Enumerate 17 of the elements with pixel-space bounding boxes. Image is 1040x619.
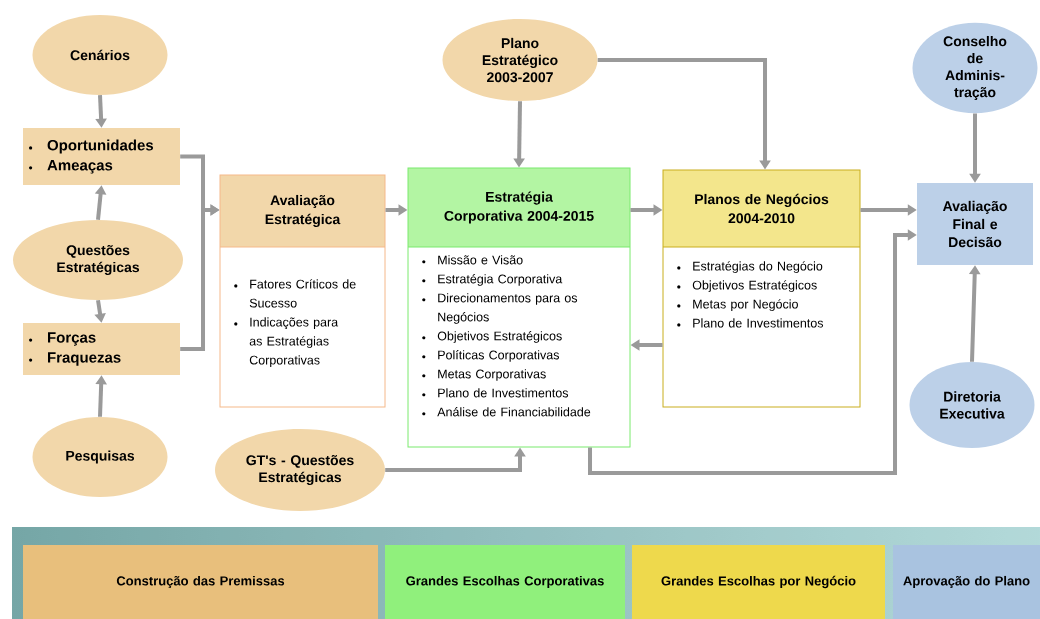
ellipse-node: Conselho de Adminis- tração xyxy=(912,22,1038,114)
process-panel: Planos de Negócios 2004-2010 Estratégias do Negócio Objetivos Estratégicos Metas por Negócio Plano de Investimentos xyxy=(662,169,861,408)
ellipse-node: Plano Estratégico 2003-2007 xyxy=(442,19,598,101)
ellipse-node: Diretoria Executiva xyxy=(909,362,1035,448)
phase-band: Grandes Escolhas Corporativas xyxy=(385,545,625,619)
bullet-box: Oportunidades Ameaças xyxy=(23,128,180,185)
process-panel: Avaliação Estratégica Fatores Críticos de Sucesso Indicações para as Estratégias Corporativas xyxy=(219,174,386,408)
ellipse-node: Questões Estratégicas xyxy=(13,220,183,300)
ellipse-node: Pesquisas xyxy=(32,417,168,497)
phase-band: Aprovação do Plano xyxy=(893,545,1040,619)
phase-band: Grandes Escolhas por Negócio xyxy=(632,545,885,619)
process-box: Avaliação Final e Decisão xyxy=(917,183,1033,265)
ellipse-node: GT's - Questões Estratégicas xyxy=(215,429,385,511)
process-panel: Estratégia Corporativa 2004-2015 Missão e Visão Estratégia Corporativa Direcionamentos para os Negócios Objetivos Estratégicos Políticas Corporativas Metas Corporativas Plano de Investimentos Análise de Financiabilidade xyxy=(407,167,631,448)
phase-band: Construção das Premissas xyxy=(23,545,378,619)
ellipse-node: Cenários xyxy=(32,15,168,95)
bullet-box: Forças Fraquezas xyxy=(23,323,180,375)
